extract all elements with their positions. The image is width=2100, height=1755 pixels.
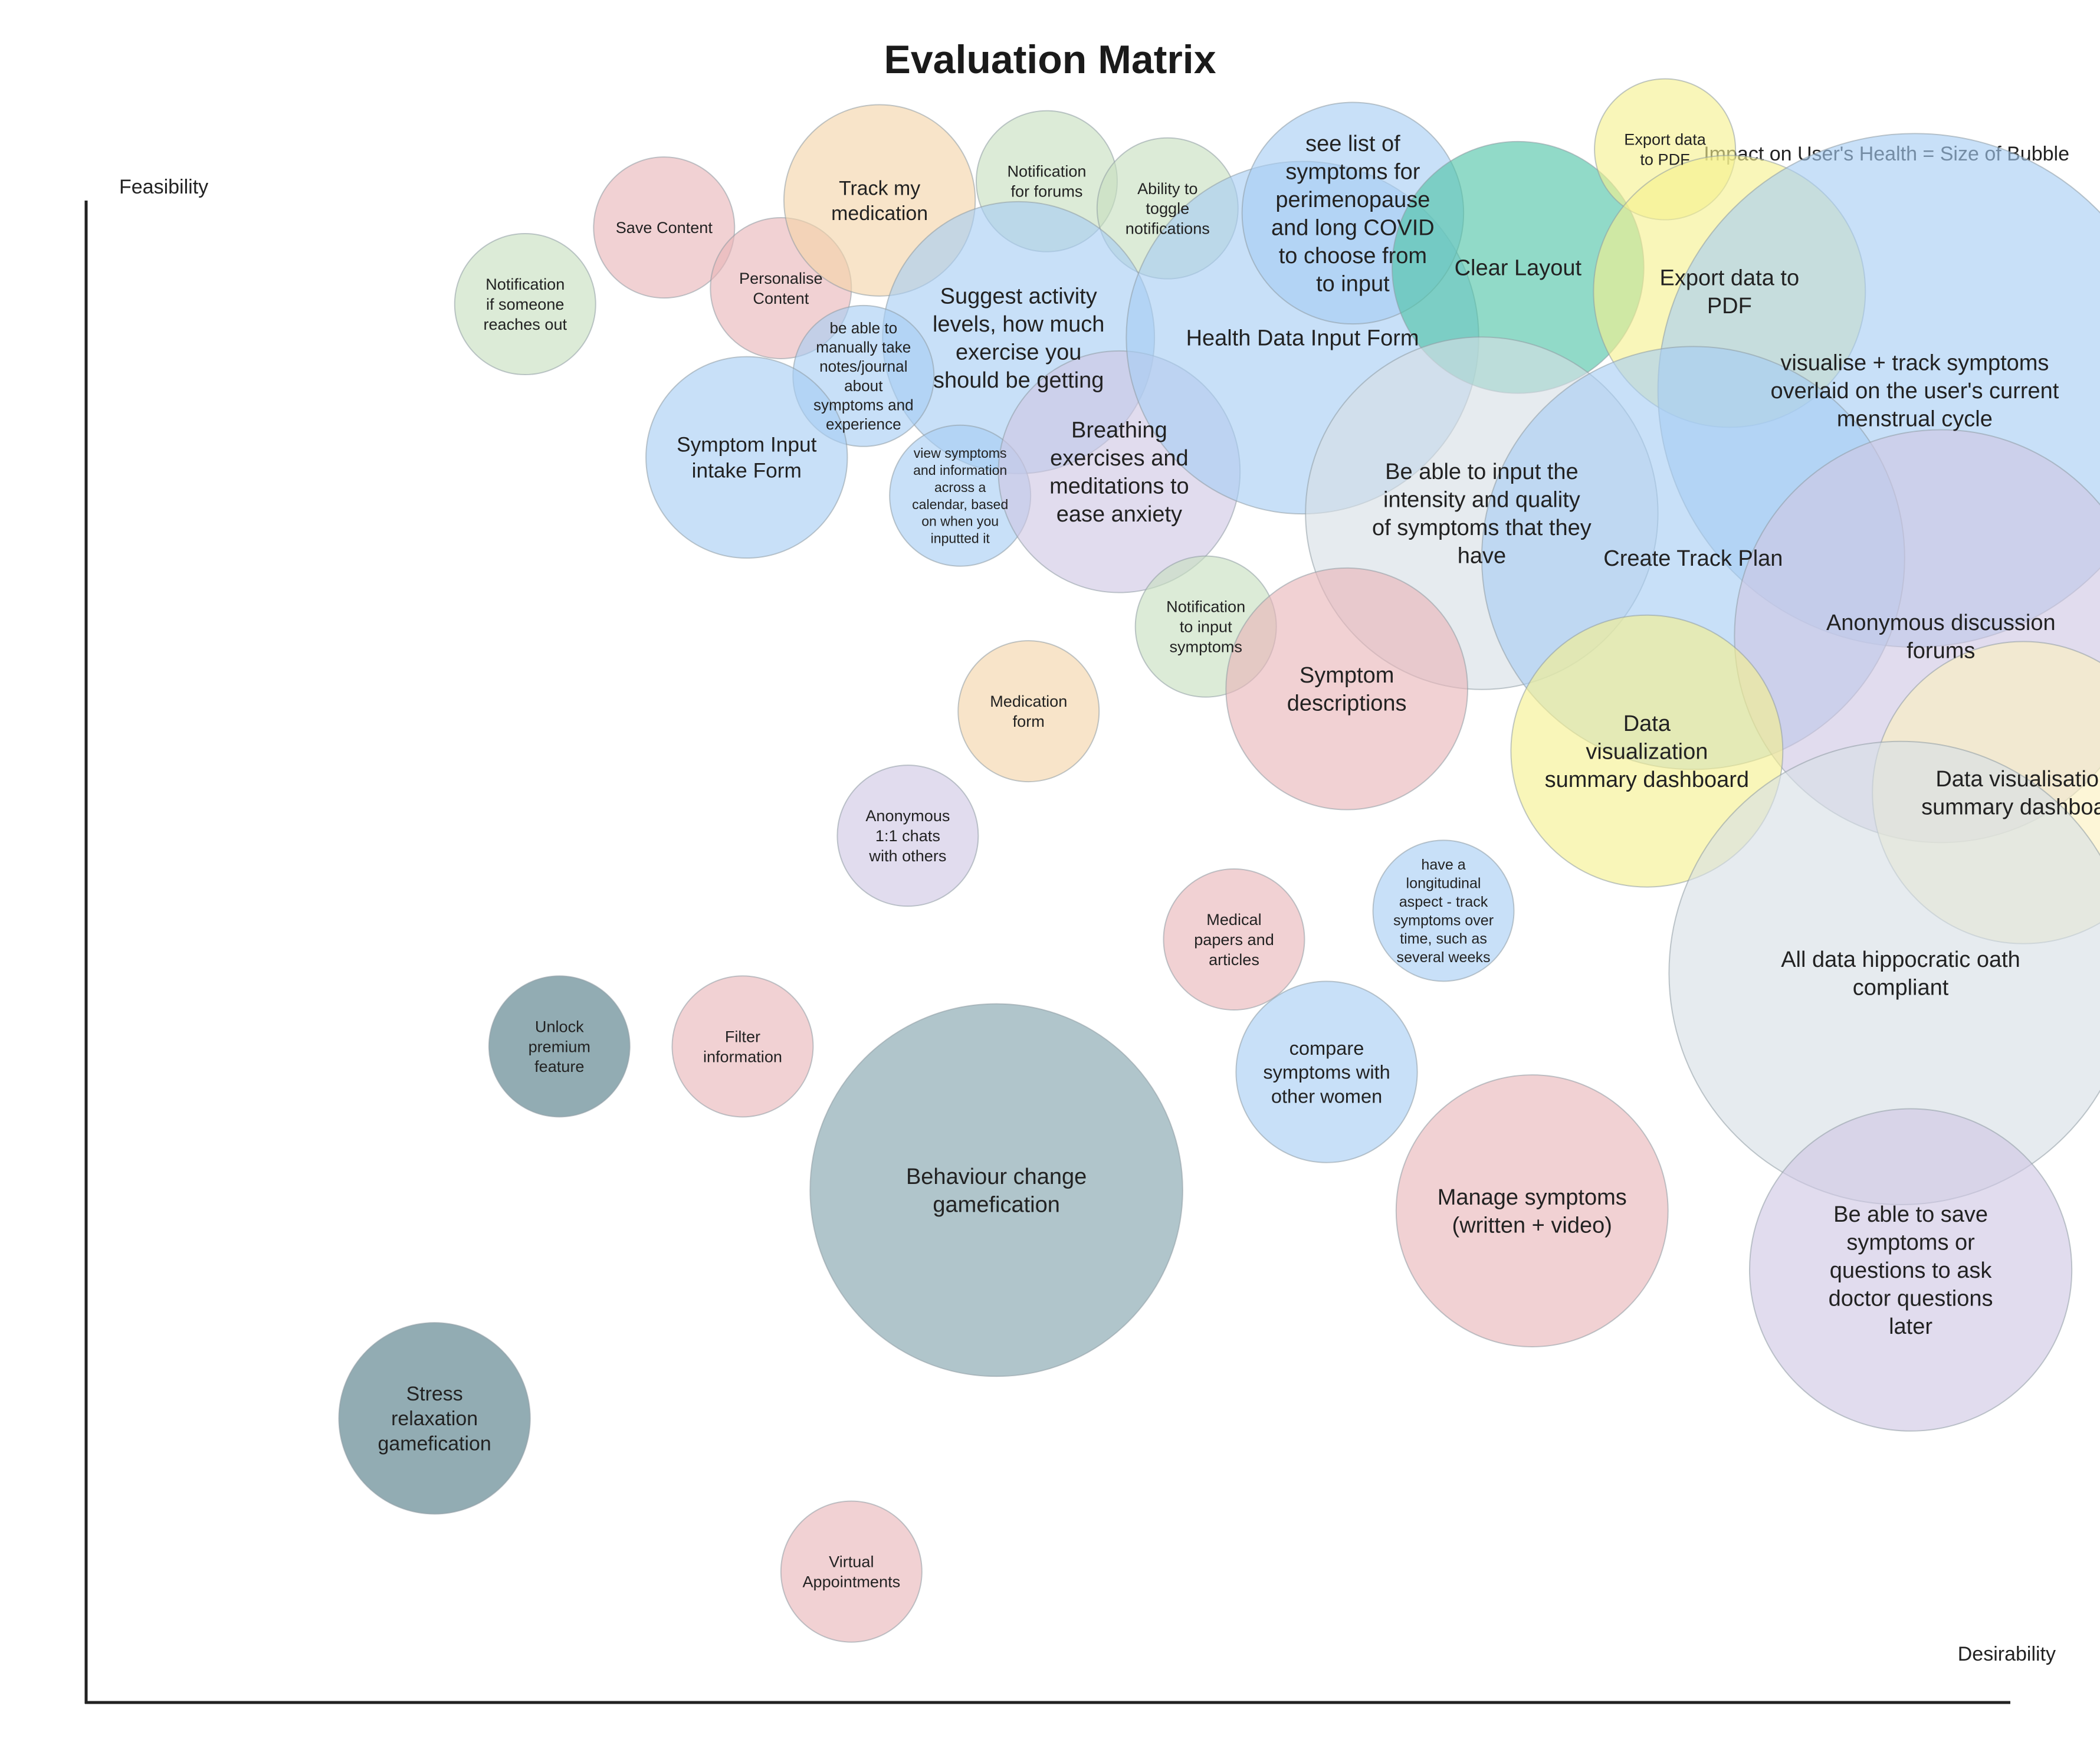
y-axis-label: Feasibility [119,176,208,198]
bubble [488,975,631,1118]
bubble [780,1500,923,1643]
bubble [957,640,1100,783]
bubbles-layer [338,78,2100,1643]
bubble [1372,839,1515,982]
bubble [1235,980,1418,1163]
bubble [338,1322,531,1515]
bubble-label: Save Content [616,218,713,237]
bubble-label: Create Track Plan [1603,546,1783,571]
bubble-label: Health Data Input Form [1186,326,1419,351]
bubble [1510,614,1784,888]
bubble [454,233,596,376]
bubble [671,975,814,1118]
bubble [1395,1074,1669,1347]
bubble [1748,1108,2073,1432]
bubble [836,765,979,907]
bubble [809,1003,1183,1377]
bubble [645,356,848,559]
bubble-label: Manage symptoms(written + video) [1438,1185,1627,1238]
page-title: Evaluation Matrix [884,37,1216,82]
bubble [1163,868,1305,1011]
bubble [1225,567,1469,811]
bubble-label: Clear Layout [1455,256,1582,281]
bubble [593,156,736,299]
x-axis-label: Desirability [1958,1643,2056,1665]
